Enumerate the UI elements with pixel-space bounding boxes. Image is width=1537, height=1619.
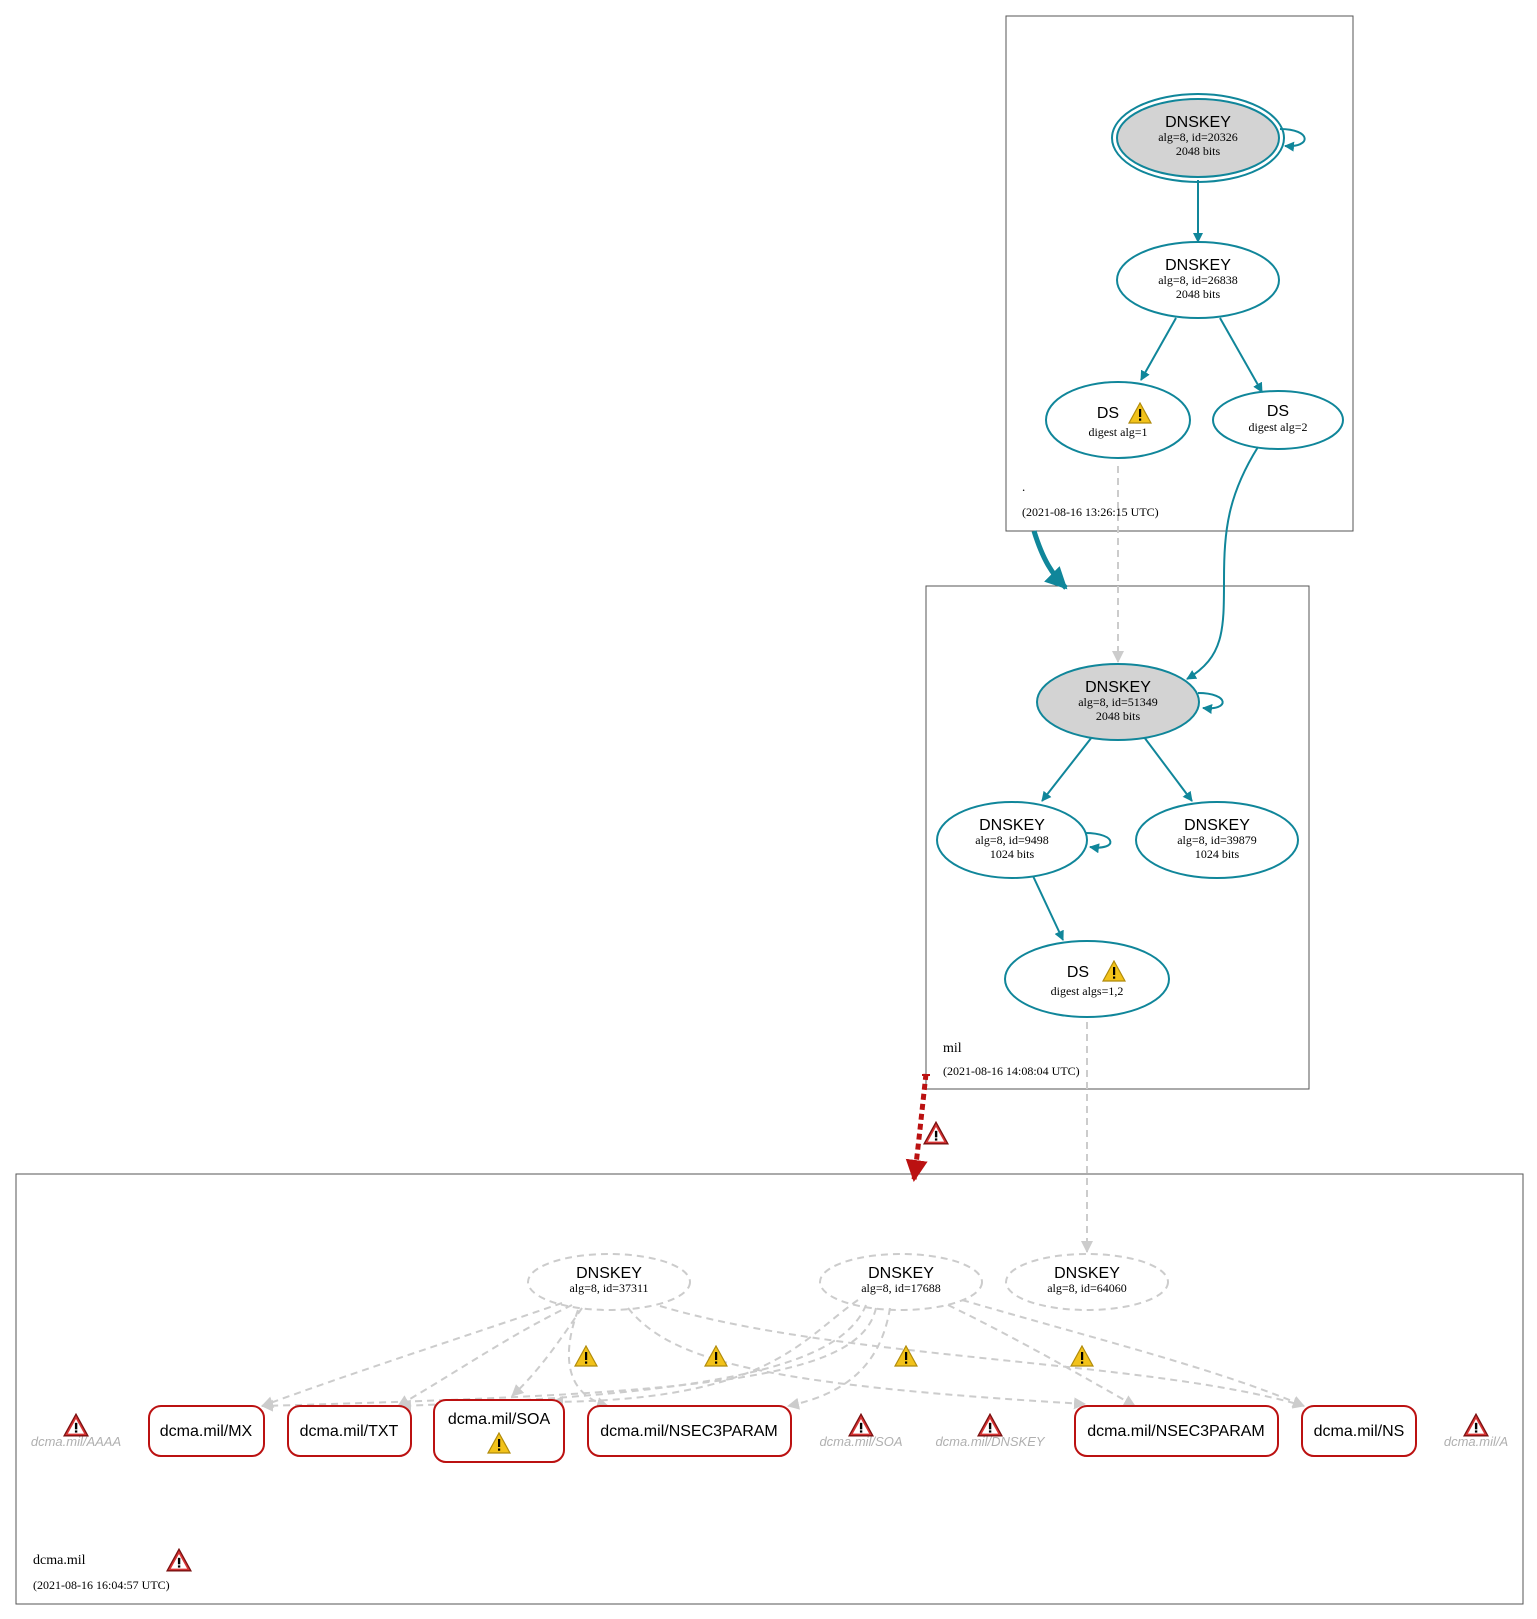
svg-text:DNSKEY: DNSKEY <box>1184 817 1250 834</box>
svg-text:dcma.mil/NSEC3PARAM: dcma.mil/NSEC3PARAM <box>600 1423 778 1440</box>
edge-delegation-root-mil <box>1031 530 1068 590</box>
zone-dcma-name: dcma.mil <box>33 1553 86 1568</box>
svg-text:dcma.mil/SOA: dcma.mil/SOA <box>448 1411 551 1428</box>
svg-text:DNSKEY: DNSKEY <box>1085 679 1151 696</box>
zone-mil-timestamp: (2021-08-16 14:08:04 UTC) <box>943 1064 1080 1078</box>
error-icon <box>848 1413 874 1437</box>
missing-rrset-dnskey[interactable]: dcma.mil/DNSKEY <box>935 1413 1046 1449</box>
node-root-ds2[interactable]: DS digest alg=2 <box>1212 390 1344 450</box>
zone-root-timestamp: (2021-08-16 13:26:15 UTC) <box>1022 505 1159 519</box>
node-mil-zsk1[interactable]: DNSKEY alg=8, id=9498 1024 bits <box>936 801 1088 879</box>
zone-mil-name: mil <box>943 1041 962 1056</box>
svg-text:dcma.mil/TXT: dcma.mil/TXT <box>300 1423 399 1440</box>
svg-text:dcma.mil/NSEC3PARAM: dcma.mil/NSEC3PARAM <box>1087 1423 1265 1440</box>
svg-text:digest alg=1: digest alg=1 <box>1088 425 1147 439</box>
svg-text:1024 bits: 1024 bits <box>990 847 1035 861</box>
warning-icon <box>1070 1345 1094 1367</box>
svg-text:alg=8, id=37311: alg=8, id=37311 <box>569 1281 648 1295</box>
edge-root-zsk-ds1 <box>1140 317 1177 381</box>
zone-dcma-box <box>15 1173 1524 1605</box>
zone-dcma-timestamp: (2021-08-16 16:04:57 UTC) <box>33 1578 170 1592</box>
error-icon <box>1463 1413 1489 1437</box>
edge-mil-ksk-self <box>1197 692 1224 714</box>
node-dcma-dnskey-37311[interactable]: DNSKEY alg=8, id=37311 <box>527 1253 691 1311</box>
svg-text:dcma.mil/A: dcma.mil/A <box>1444 1434 1508 1449</box>
node-mil-ksk[interactable]: DNSKEY alg=8, id=51349 2048 bits <box>1036 663 1200 741</box>
svg-text:2048 bits: 2048 bits <box>1176 144 1221 158</box>
node-dcma-dnskey-17688[interactable]: DNSKEY alg=8, id=17688 <box>819 1253 983 1311</box>
edge-mil-ksk-zsk2 <box>1143 736 1193 802</box>
svg-text:DNSKEY: DNSKEY <box>979 817 1045 834</box>
edge-delegation-mil-dcma <box>905 1073 929 1182</box>
zone-root-box <box>1005 15 1354 532</box>
svg-text:alg=8, id=51349: alg=8, id=51349 <box>1078 695 1158 709</box>
svg-text:DS: DS <box>1267 403 1289 420</box>
error-icon <box>977 1413 1003 1437</box>
svg-text:DNSKEY: DNSKEY <box>1165 257 1231 274</box>
svg-text:dcma.mil/NS: dcma.mil/NS <box>1314 1423 1405 1440</box>
svg-text:2048 bits: 2048 bits <box>1096 709 1141 723</box>
edge-root-ds2-mil-ksk <box>1186 446 1259 680</box>
svg-text:dcma.mil/MX: dcma.mil/MX <box>160 1423 253 1440</box>
edge-root-ksk-self <box>1279 128 1306 152</box>
rrset-ns[interactable]: dcma.mil/NS <box>1301 1405 1417 1457</box>
node-mil-zsk2[interactable]: DNSKEY alg=8, id=39879 1024 bits <box>1135 801 1299 879</box>
warning-icon <box>1128 402 1152 424</box>
svg-text:1024 bits: 1024 bits <box>1195 847 1240 861</box>
warning-icon <box>1102 960 1126 982</box>
svg-text:dcma.mil/AAAA: dcma.mil/AAAA <box>31 1434 121 1449</box>
missing-rrset-aaaa[interactable]: dcma.mil/AAAA <box>31 1413 121 1449</box>
svg-text:digest algs=1,2: digest algs=1,2 <box>1051 984 1124 998</box>
svg-text:alg=8, id=39879: alg=8, id=39879 <box>1177 833 1257 847</box>
edge-mil-zsk1-self <box>1084 832 1112 854</box>
error-icon <box>63 1413 89 1437</box>
node-root-ds1[interactable]: DS digest alg=1 <box>1045 381 1191 459</box>
svg-text:DS: DS <box>1097 405 1119 422</box>
svg-text:dcma.mil/DNSKEY: dcma.mil/DNSKEY <box>935 1434 1045 1449</box>
edge-mil-zsk1-ds <box>1032 875 1064 941</box>
rrset-txt[interactable]: dcma.mil/TXT <box>287 1405 412 1457</box>
warning-icon <box>704 1345 728 1367</box>
node-root-ksk[interactable]: DNSKEY alg=8, id=20326 2048 bits <box>1111 93 1285 183</box>
node-mil-ds[interactable]: DS digest algs=1,2 <box>1004 940 1170 1018</box>
missing-rrset-a[interactable]: dcma.mil/A <box>1444 1413 1508 1449</box>
svg-text:alg=8, id=20326: alg=8, id=20326 <box>1158 130 1238 144</box>
rrset-nsec3param-a[interactable]: dcma.mil/NSEC3PARAM <box>587 1405 792 1457</box>
svg-text:alg=8, id=26838: alg=8, id=26838 <box>1158 273 1238 287</box>
rrset-nsec3param-b[interactable]: dcma.mil/NSEC3PARAM <box>1074 1405 1279 1457</box>
node-dcma-dnskey-64060[interactable]: DNSKEY alg=8, id=64060 <box>1005 1253 1169 1311</box>
svg-text:DS: DS <box>1067 964 1089 981</box>
svg-text:alg=8, id=64060: alg=8, id=64060 <box>1047 1281 1127 1295</box>
rrset-soa[interactable]: dcma.mil/SOA <box>433 1399 565 1463</box>
zone-root-name: . <box>1022 479 1025 494</box>
warning-icon <box>574 1345 598 1367</box>
node-root-zsk[interactable]: DNSKEY alg=8, id=26838 2048 bits <box>1116 241 1280 319</box>
svg-text:DNSKEY: DNSKEY <box>868 1265 934 1282</box>
svg-text:alg=8, id=9498: alg=8, id=9498 <box>975 833 1049 847</box>
svg-text:dcma.mil/SOA: dcma.mil/SOA <box>819 1434 902 1449</box>
svg-text:alg=8, id=17688: alg=8, id=17688 <box>861 1281 941 1295</box>
dcma-signature-edges <box>261 1299 1305 1412</box>
svg-text:2048 bits: 2048 bits <box>1176 287 1221 301</box>
svg-text:DNSKEY: DNSKEY <box>1054 1265 1120 1282</box>
svg-text:DNSKEY: DNSKEY <box>1165 114 1231 131</box>
missing-rrset-soa[interactable]: dcma.mil/SOA <box>819 1413 903 1449</box>
svg-text:DNSKEY: DNSKEY <box>576 1265 642 1282</box>
edge-mil-ksk-zsk1 <box>1041 736 1093 802</box>
svg-text:digest alg=2: digest alg=2 <box>1248 420 1307 434</box>
delegation-error-icon <box>923 1121 949 1145</box>
rrset-mx[interactable]: dcma.mil/MX <box>148 1405 265 1457</box>
zone-dcma-error-icon <box>166 1548 192 1572</box>
edge-root-zsk-ds2 <box>1219 317 1263 393</box>
